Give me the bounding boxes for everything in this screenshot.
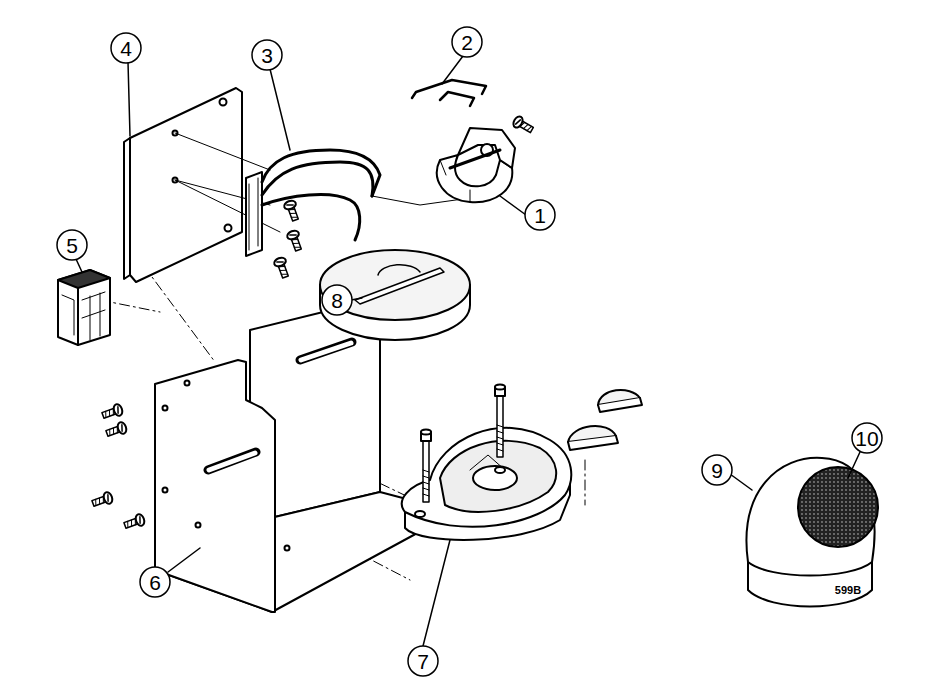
callout-number: 5 — [66, 235, 78, 256]
callout-number: 3 — [261, 45, 273, 66]
model-marking: 599B — [835, 585, 861, 596]
callout-number: 7 — [417, 651, 429, 672]
callout-number: 8 — [331, 290, 343, 311]
clamp — [437, 115, 535, 202]
callout-number: 1 — [534, 205, 546, 226]
foam-wedge — [568, 390, 642, 450]
callout-number: 9 — [711, 460, 723, 481]
foam-disc — [320, 250, 470, 340]
callout-circle — [57, 27, 882, 676]
callout-number: 6 — [149, 572, 161, 593]
callout-number: 2 — [461, 32, 473, 53]
callout-number: 10 — [855, 428, 878, 449]
callout-number: 4 — [120, 38, 132, 59]
mounting-plate — [124, 88, 280, 282]
base-cup — [402, 385, 585, 540]
connector-block — [58, 270, 110, 345]
microphone — [747, 458, 878, 607]
spring-clip — [412, 80, 486, 106]
